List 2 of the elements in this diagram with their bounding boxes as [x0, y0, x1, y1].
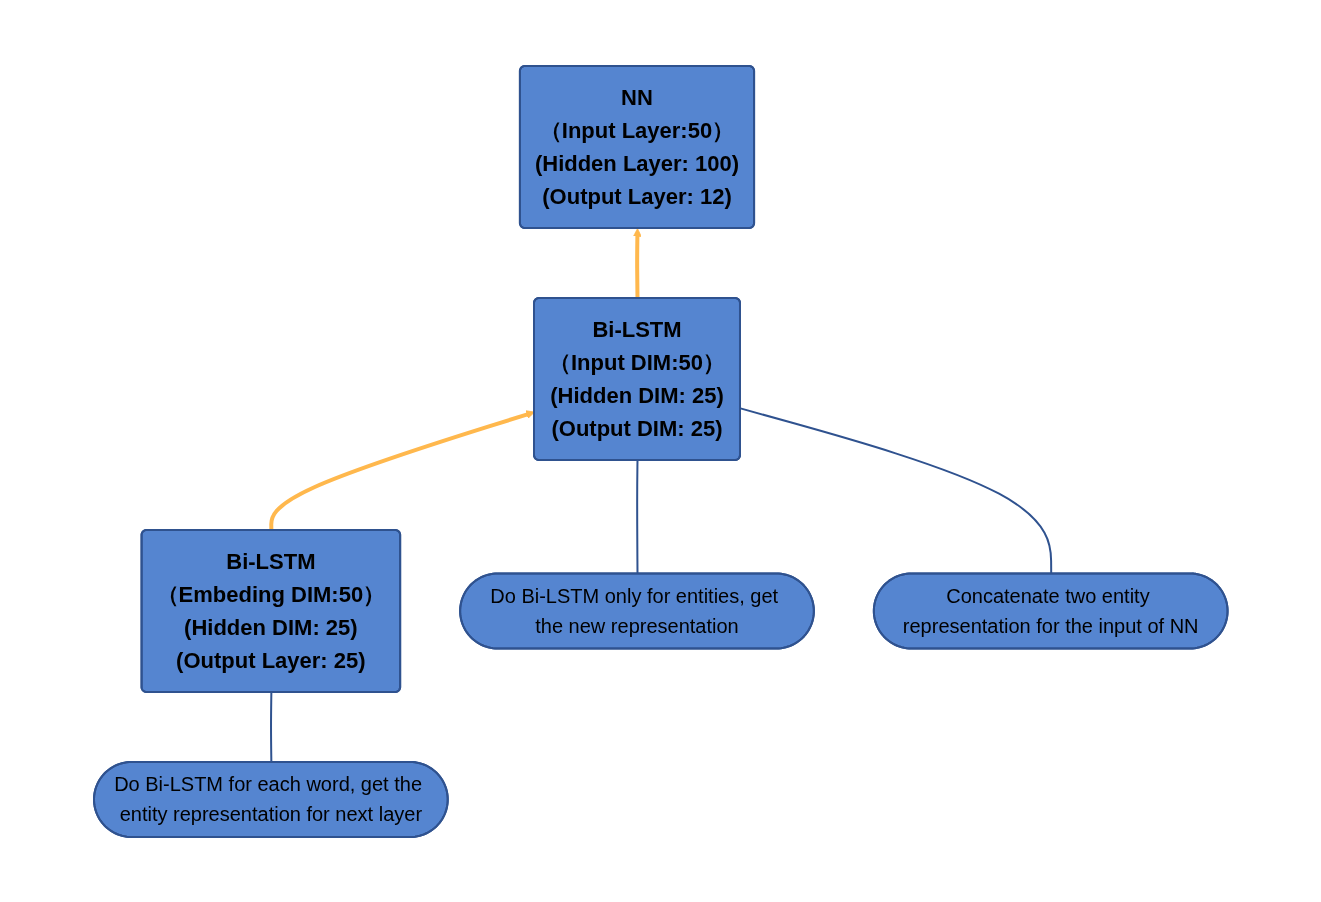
- connector: [269, 691, 273, 763]
- arrow: [632, 227, 642, 299]
